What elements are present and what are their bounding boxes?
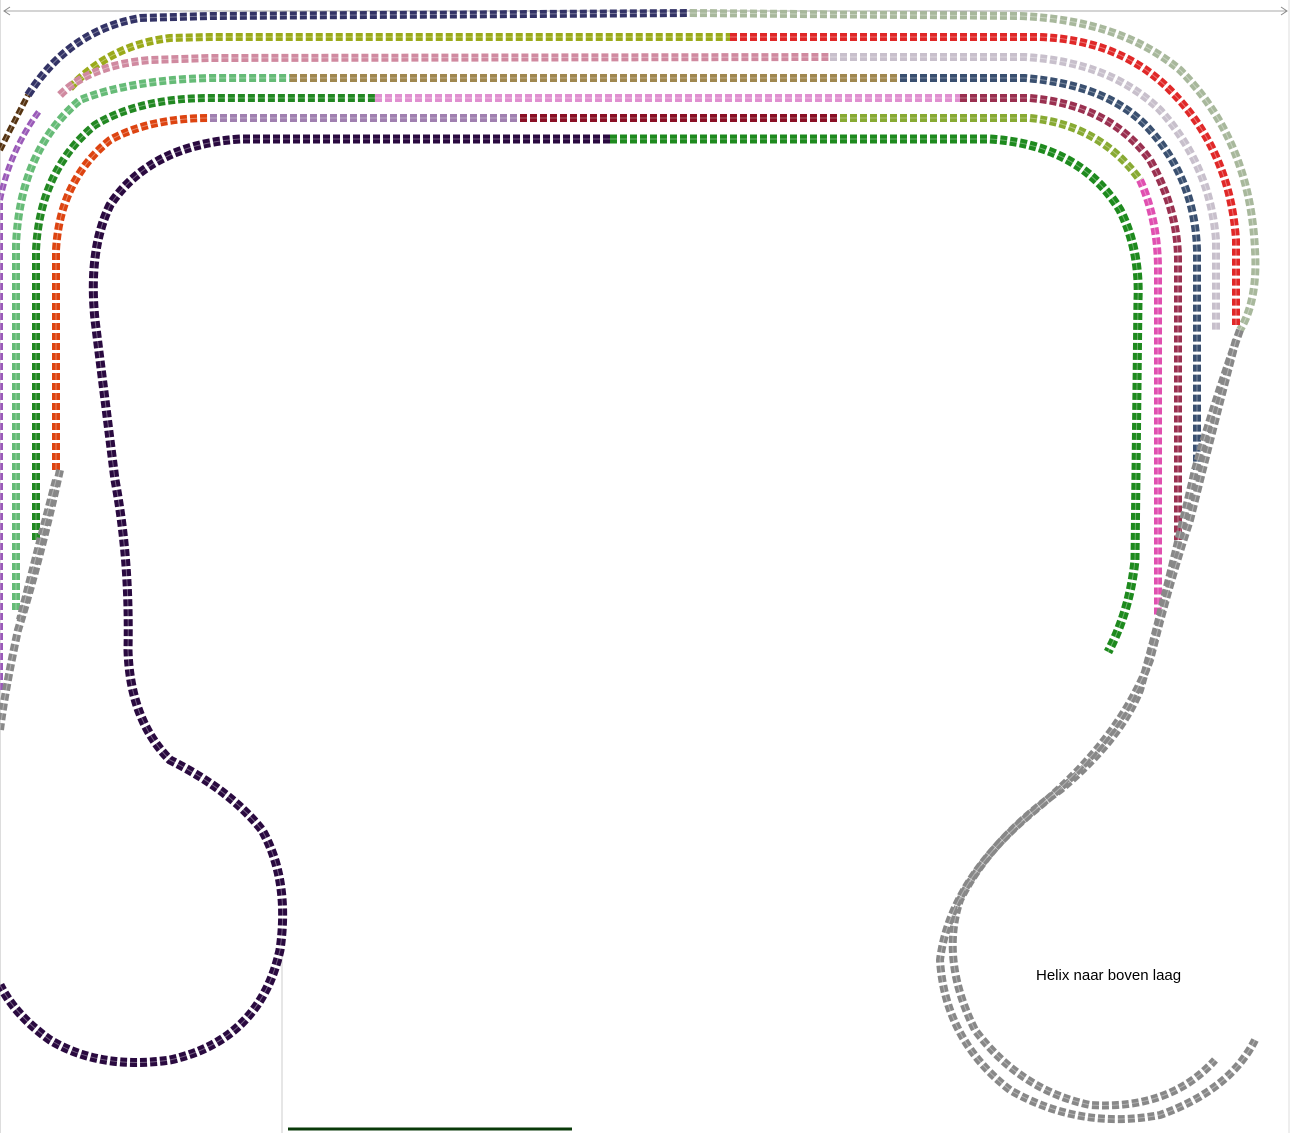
track-outer-1-left [24,9,691,98]
track-track-5-a [32,94,375,540]
track-track-2-left [67,33,730,91]
track-centerline-track-6-d [840,117,1141,181]
track-brown-left [0,93,31,152]
track-inner-right [610,134,1143,655]
track-track-6-d [840,114,1144,183]
track-centerline-pink-right [1139,179,1159,615]
track-centerline-outer-1-right [689,12,1256,331]
track-track-3-left [57,53,831,98]
track-centerline-track-3-right [830,56,1217,330]
track-track-5-c [960,94,1182,540]
track-centerline-track-5-c [960,97,1179,540]
track-track-2-right [730,33,1240,325]
track-centerline-track-2-left [69,36,730,89]
track-helix [0,469,64,731]
helix-annotation: Helix naar boven laag [1036,967,1182,984]
track-centerline-track-4-c [900,77,1198,470]
track-centerline-inner-loop [0,138,610,1063]
track-track-4-c [900,74,1201,470]
track-centerline-purple-left [0,109,41,690]
track-centerline-inner-right [610,138,1139,653]
track-centerline-track-6-a [55,117,211,470]
track-purple-left [0,108,43,690]
track-centerline-track-3-left [59,56,831,96]
track-track-6-a [52,114,211,470]
track-outer-1-right [689,9,1260,333]
track-helix [935,338,1259,1124]
track-track-3-right [830,53,1220,330]
track-centerline-track-5-a [35,97,375,540]
track-centerline-outer-1-left [27,12,691,96]
track-centerline-helix [0,469,61,731]
track-centerline-track-2-right [730,36,1237,325]
track-centerline-helix [19,479,57,621]
track-centerline-brown-left [0,94,29,151]
track-group [0,9,1260,1124]
track-track-4-a [12,74,290,610]
track-inner-loop [0,134,610,1067]
track-centerline-helix [939,339,1256,1120]
track-pink-right [1136,178,1162,615]
track-centerline-track-4-a [15,77,290,610]
